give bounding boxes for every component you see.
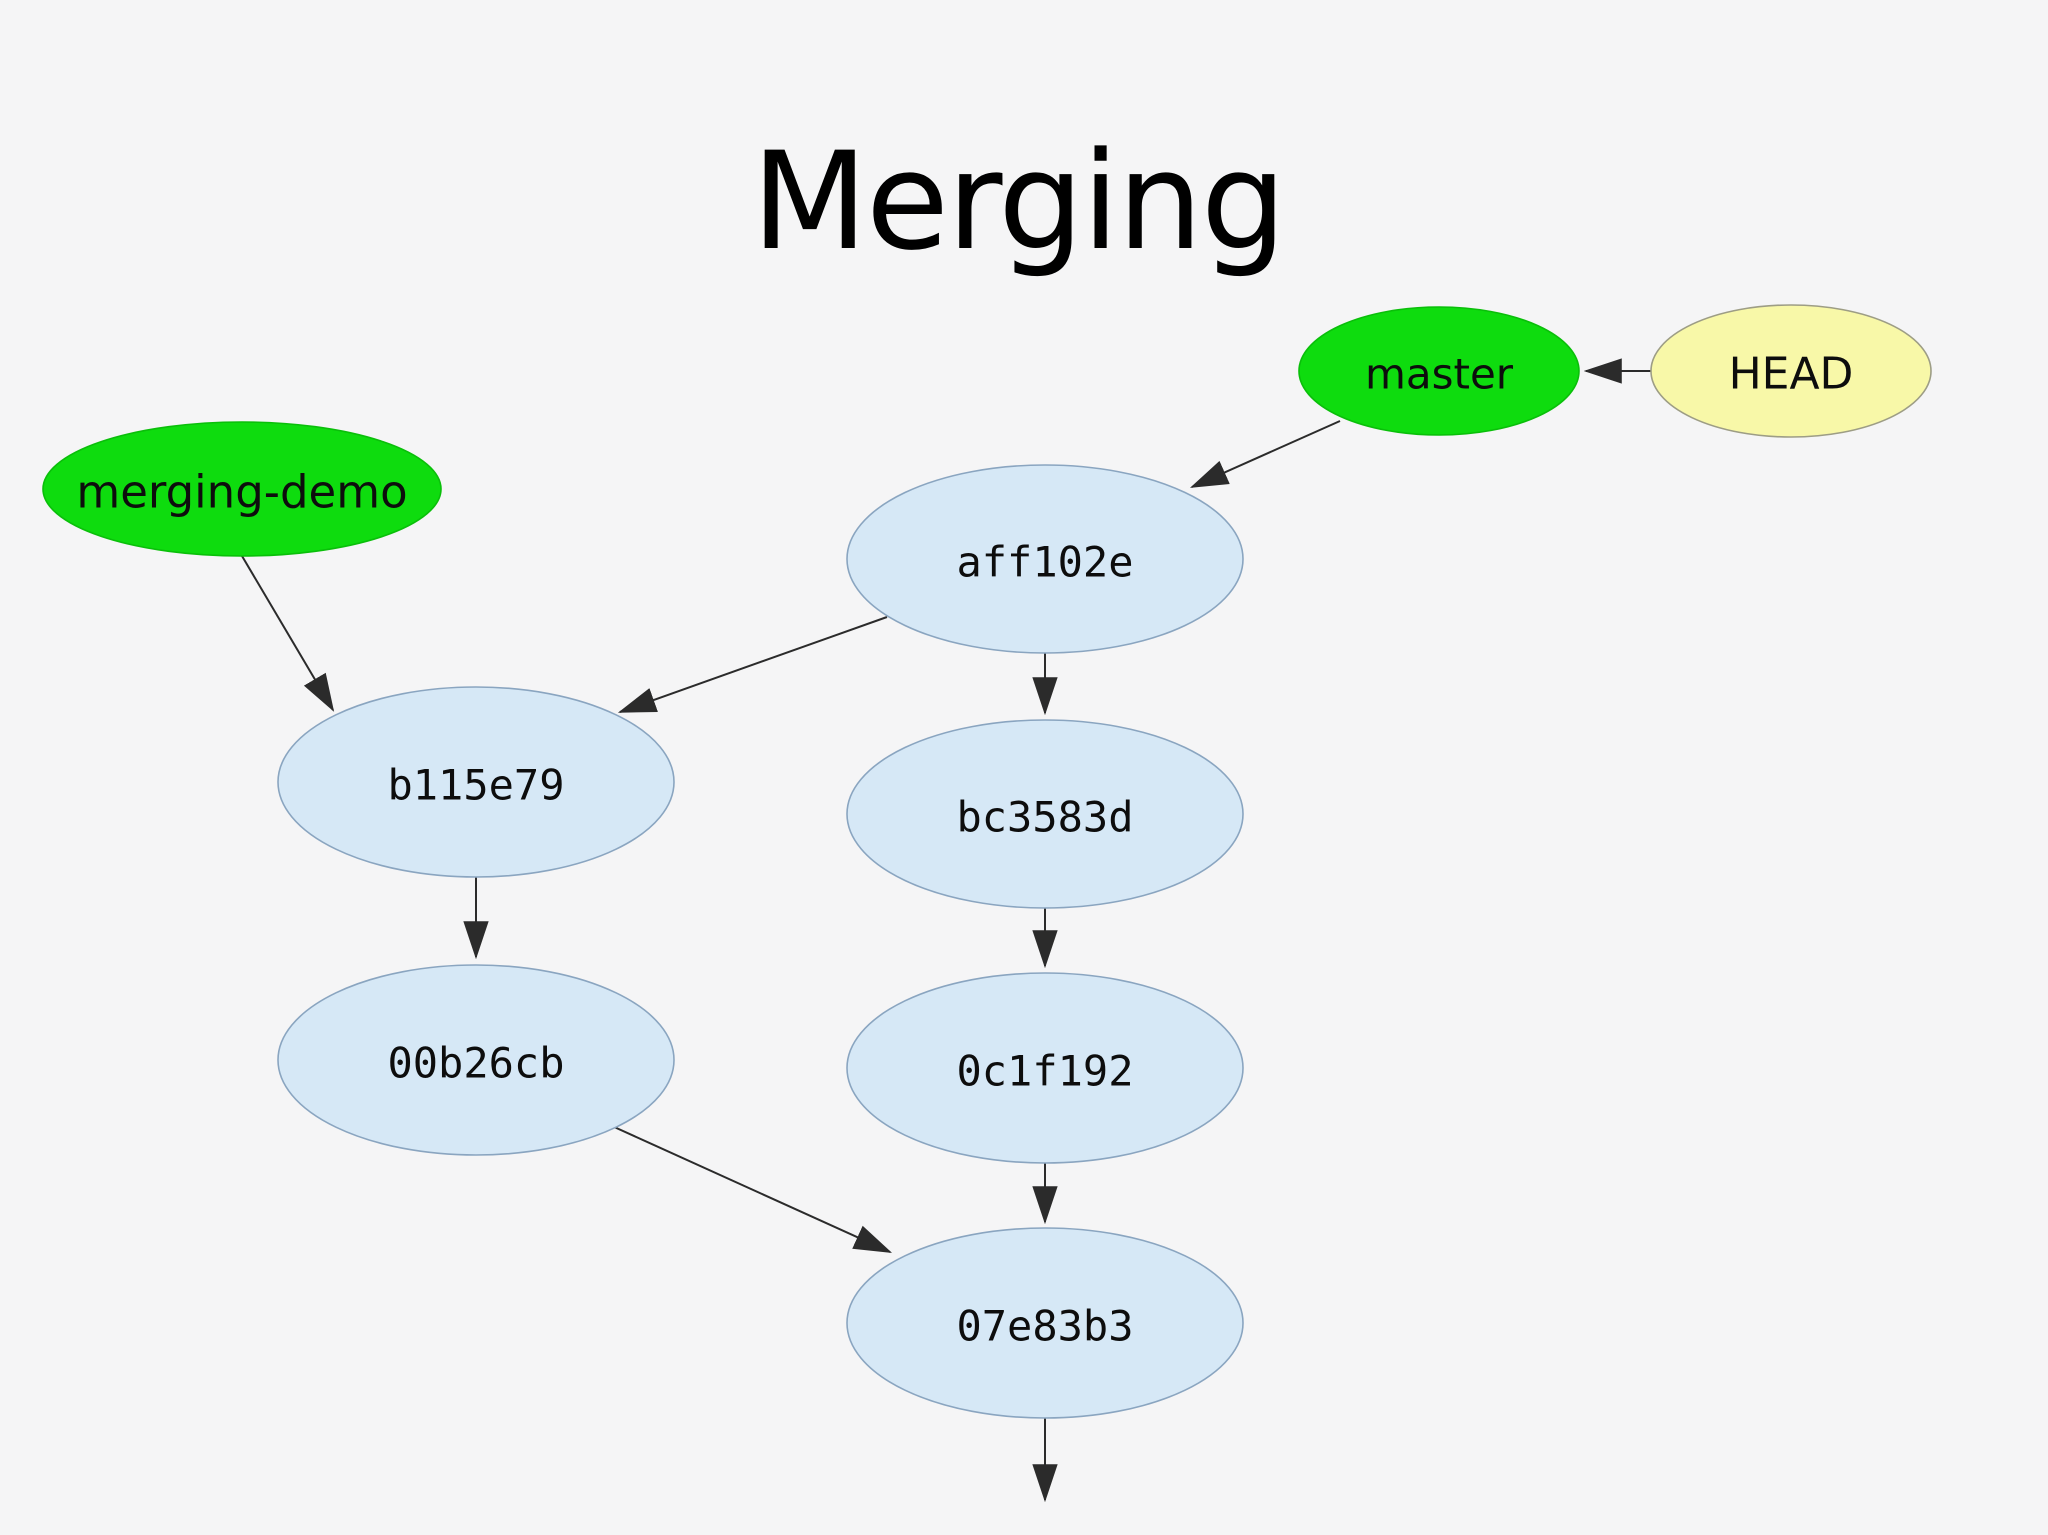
commit-node-bc3583d: bc3583d [846, 719, 1244, 909]
0c1f192-label: 0c1f192 [956, 1047, 1133, 1096]
0c1f192-ellipse [846, 972, 1244, 1164]
00b26cb-ellipse [277, 964, 675, 1156]
branch-node-merging-demo: merging-demo [42, 421, 442, 557]
HEAD-label: HEAD [1729, 349, 1854, 400]
master-label: master [1365, 350, 1514, 399]
branch-node-master: master [1298, 306, 1580, 436]
07e83b3-ellipse [846, 1227, 1244, 1419]
slide-title: Merging [751, 123, 1284, 280]
commit-node-0c1f192: 0c1f192 [846, 972, 1244, 1164]
b115e79-ellipse [277, 686, 675, 878]
commit-node-b115e79: b115e79 [277, 686, 675, 878]
HEAD-ellipse [1650, 304, 1932, 438]
bc3583d-ellipse [846, 719, 1244, 909]
commit-node-07e83b3: 07e83b3 [846, 1227, 1244, 1419]
edges-layer [241, 358, 1652, 1503]
nodes-layer: merging-demo master HEAD aff102e b115e79 bc35… [42, 304, 1932, 1419]
bc3583d-label: bc3583d [956, 793, 1133, 842]
commit-node-00b26cb: 00b26cb [277, 964, 675, 1156]
aff102e-ellipse [846, 464, 1244, 654]
edge-00b26cb-to-07e83b3 [611, 1125, 893, 1253]
aff102e-label: aff102e [956, 538, 1133, 587]
merging-demo-label: merging-demo [76, 466, 407, 519]
b115e79-label: b115e79 [387, 761, 564, 810]
edge-merging-demo-to-b115e79 [241, 555, 335, 712]
07e83b3-label: 07e83b3 [956, 1302, 1133, 1351]
head-node-HEAD: HEAD [1650, 304, 1932, 438]
commit-node-aff102e: aff102e [846, 464, 1244, 654]
merging-demo-ellipse [42, 421, 442, 557]
master-ellipse [1298, 306, 1580, 436]
00b26cb-label: 00b26cb [387, 1039, 564, 1088]
edge-aff102e-to-b115e79 [617, 616, 888, 713]
edge-master-to-aff102e [1189, 420, 1341, 488]
